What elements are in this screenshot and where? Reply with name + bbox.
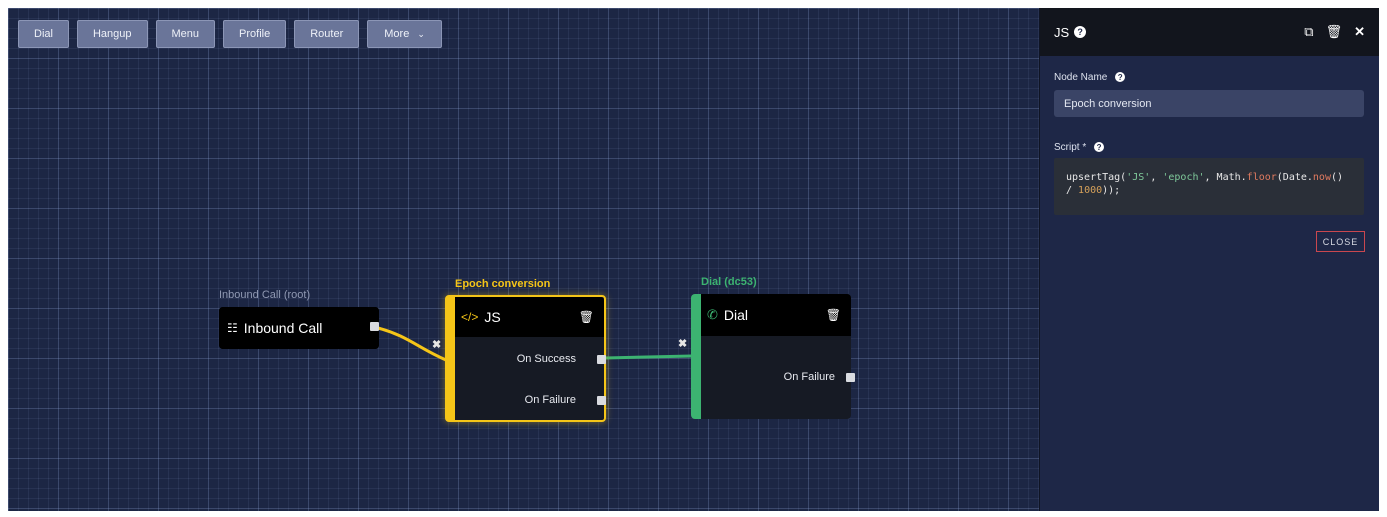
help-icon[interactable]: ? bbox=[1115, 72, 1126, 83]
connection-inbound-js bbox=[377, 326, 447, 362]
help-icon[interactable]: ? bbox=[1074, 26, 1087, 38]
script-label-wrap: Script * ? bbox=[1054, 142, 1105, 153]
output-label-failure: On Failure bbox=[783, 371, 835, 383]
inbound-call-node[interactable]: ☷ Inbound Call bbox=[219, 307, 379, 349]
add-menu-button[interactable]: Menu bbox=[155, 20, 216, 48]
add-dial-button[interactable]: Dial bbox=[18, 20, 69, 48]
delete-connection-icon[interactable]: ✖ bbox=[678, 338, 688, 350]
output-port-success[interactable] bbox=[597, 355, 606, 364]
panel-header: JS ? ⧉ 🗑 ✕ bbox=[1040, 8, 1379, 56]
node-settings-panel: JS ? ⧉ 🗑 ✕ Node Name ? Epoch conversion … bbox=[1039, 8, 1379, 511]
flow-canvas[interactable]: Dial Hangup Menu Profile Router More ⌄ ✖… bbox=[8, 8, 1039, 511]
output-label-failure: On Failure bbox=[524, 394, 576, 406]
help-icon[interactable]: ? bbox=[1094, 142, 1105, 153]
code-icon: </> bbox=[461, 310, 479, 324]
close-icon[interactable]: ✕ bbox=[1354, 24, 1365, 39]
trash-icon[interactable]: 🗑 bbox=[1325, 24, 1343, 39]
output-label-success: On Success bbox=[516, 353, 576, 365]
close-button[interactable]: CLOSE bbox=[1316, 231, 1365, 252]
dial-node-label: Dial (dc53) bbox=[701, 276, 757, 288]
connection-js-dial bbox=[604, 354, 693, 360]
more-button[interactable]: More ⌄ bbox=[367, 20, 442, 48]
js-node-label: Epoch conversion bbox=[455, 278, 551, 290]
phone-icon: ✆ bbox=[707, 307, 718, 322]
node-title: JS bbox=[484, 309, 501, 325]
node-name-label-wrap: Node Name ? bbox=[1054, 72, 1126, 83]
js-node[interactable]: </> JS 🗑 On Success On Failure bbox=[445, 295, 606, 422]
delete-connection-icon[interactable]: ✖ bbox=[432, 339, 442, 351]
add-hangup-button[interactable]: Hangup bbox=[76, 20, 148, 48]
more-label: More bbox=[384, 28, 410, 40]
panel-title: JS bbox=[1054, 24, 1070, 40]
trash-icon[interactable]: 🗑 bbox=[578, 310, 594, 324]
output-port-failure[interactable] bbox=[846, 373, 855, 382]
node-toolbar: Dial Hangup Menu Profile Router More ⌄ bbox=[18, 20, 442, 48]
connections bbox=[377, 326, 693, 362]
add-router-button[interactable]: Router bbox=[294, 20, 360, 48]
trash-icon[interactable]: 🗑 bbox=[825, 308, 841, 322]
output-port[interactable] bbox=[370, 322, 379, 331]
chevron-down-icon: ⌄ bbox=[417, 28, 425, 39]
node-title: Dial bbox=[723, 307, 749, 323]
node-name-input[interactable]: Epoch conversion bbox=[1054, 90, 1364, 117]
add-profile-button[interactable]: Profile bbox=[223, 20, 287, 48]
app-frame: Dial Hangup Menu Profile Router More ⌄ ✖… bbox=[8, 8, 1379, 511]
copy-icon[interactable]: ⧉ bbox=[1304, 24, 1314, 39]
node-name-label: Node Name bbox=[1054, 72, 1108, 83]
inbound-node-label: Inbound Call (root) bbox=[219, 289, 311, 301]
output-port-failure[interactable] bbox=[597, 396, 606, 405]
script-label: Script * bbox=[1054, 142, 1087, 153]
node-title: Inbound Call bbox=[243, 320, 323, 336]
script-editor[interactable]: upsertTag('JS', 'epoch', Math.floor(Date… bbox=[1054, 158, 1364, 215]
dial-node[interactable]: ✆ Dial 🗑 On Failure bbox=[691, 294, 855, 419]
sitemap-icon: ☷ bbox=[227, 321, 238, 335]
